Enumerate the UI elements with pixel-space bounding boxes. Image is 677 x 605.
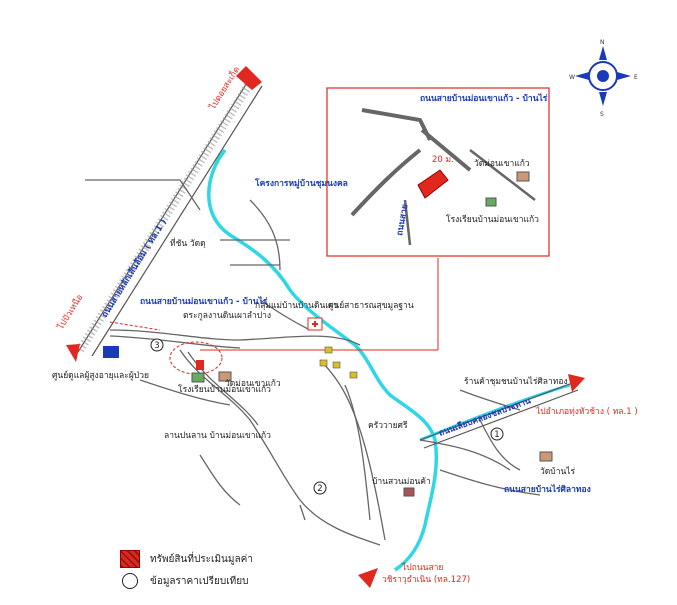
- svg-text:3: 3: [154, 341, 159, 351]
- inset-title: ถนนสายบ้านม่อนเขาแก้ว - บ้านไร่: [420, 93, 548, 104]
- shop-icon: [403, 487, 415, 497]
- marker-3: 3: [150, 338, 164, 352]
- property-swatch: [120, 550, 140, 568]
- label-route-rai: ถนนสายบ้านไร่ศิลาทอง: [504, 484, 591, 495]
- main-highway: [76, 77, 263, 357]
- temple-icon: [218, 371, 232, 382]
- label-center-hospital: ศูนย์ดูแลผู้สูงอายุและผู้ป่วย: [52, 370, 149, 381]
- legend-property-label: ทรัพย์สินที่ประเมินมูลค่า: [150, 553, 253, 565]
- highway-arrow-south: [66, 344, 80, 362]
- map-legend: ทรัพย์สินที่ประเมินมูลค่า ข้อมูลราคาเปรี…: [120, 548, 253, 592]
- inset-temple: วัดม่อนเขาแก้ว: [474, 158, 530, 169]
- legend-comparable-label: ข้อมูลราคาเปรียบเทียบ: [150, 575, 249, 587]
- hospital-icon: [103, 346, 119, 358]
- compass-w: W: [569, 74, 575, 81]
- svg-text:2: 2: [317, 484, 322, 494]
- property-circle: [169, 341, 223, 375]
- inset-map: [326, 87, 550, 257]
- property-marker: [196, 360, 204, 370]
- label-temple-monkhaokaew: วัดม่อนเขาแก้ว: [225, 378, 281, 389]
- east-arrow: [568, 374, 585, 392]
- inset-distance: 20 ม.: [432, 155, 454, 165]
- inset-school: โรงเรียนบ้านม่อนเขาแก้ว: [446, 214, 539, 225]
- legend-row-property: ทรัพย์สินที่ประเมินมูลค่า: [120, 548, 253, 570]
- label-factory: ตระกูลงานดินเผาลำปาง: [183, 311, 271, 321]
- label-main-road: ถนนสายบ้านม่อนเขาแก้ว - บ้านไร่: [140, 296, 268, 307]
- marker-2: 2: [313, 481, 327, 495]
- legend-row-comparable: ข้อมูลราคาเปรียบเทียบ: [120, 570, 253, 592]
- label-canal-road: ถนนเลียบคลองชลประทาน: [437, 395, 532, 439]
- label-field: ลานปนลาน บ้านม่อนเขาแก้ว: [164, 430, 271, 441]
- compass-n: N: [600, 39, 605, 46]
- label-direction-southwest: ไปปัวเหนือ: [55, 292, 86, 332]
- compass-s: S: [600, 111, 604, 118]
- label-health-center: ศูนย์สาธารณสุขมูลฐาน: [328, 300, 414, 311]
- river: [207, 148, 439, 572]
- label-direction-south-2: วชิราวุธำเนิน (ทล.127): [382, 575, 470, 585]
- comparable-swatch: [122, 573, 138, 589]
- label-village: บ้านสวนม่อนค้า: [372, 476, 431, 487]
- label-school: โรงเรียนบ้านม่อนเขาแก้ว: [178, 384, 271, 395]
- label-monk: ครัววายศรี: [368, 420, 408, 431]
- label-shop: ร้านค้าชุมชนบ้านไร่ศิลาทอง: [464, 376, 568, 387]
- label-project: โครงการหมู่บ้านชุมนงคล: [254, 178, 348, 189]
- inset-property: [417, 169, 449, 199]
- temple-rai-icon: [539, 451, 553, 462]
- label-direction-north: ไปดอยสะเก็ด: [206, 64, 242, 112]
- local-roads: [85, 179, 541, 546]
- compass-icon: [575, 46, 631, 106]
- label-direction-south-1: ไปถนนสาย: [401, 562, 443, 573]
- south-arrow: [358, 568, 378, 588]
- label-direction-east: ไปอำเภอทุ่งหัวช้าง ( ทล.1 ): [535, 406, 638, 417]
- label-temple-rai: วัดบ้านไร่: [540, 466, 576, 477]
- school-icon: [191, 372, 205, 383]
- highway-arrow-north: [236, 66, 262, 90]
- label-temple-rathu: ที่ชัน วัดดุ: [170, 237, 206, 249]
- compass-e: E: [634, 74, 638, 81]
- svg-text:1: 1: [494, 430, 499, 440]
- house-icons: [319, 346, 358, 379]
- marker-1: 1: [490, 427, 504, 441]
- label-community-hall: กลุ่มแม่บ้านบ้านดินเผา: [255, 300, 338, 311]
